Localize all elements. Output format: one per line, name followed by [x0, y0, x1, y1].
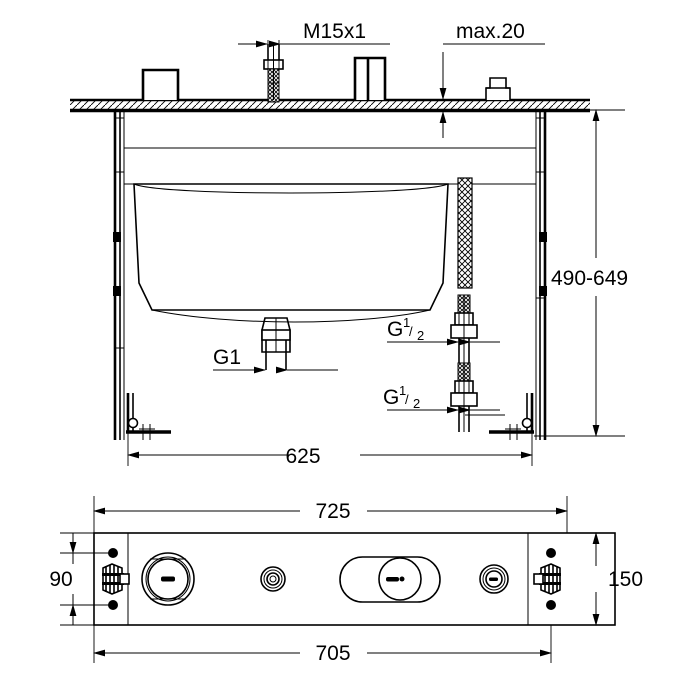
dimension-625: 625	[127, 432, 533, 468]
label-max20: max.20	[456, 20, 525, 43]
basin-body	[124, 147, 536, 323]
dimension-g-half-lower: G 1 / 2	[383, 383, 500, 414]
plan-right-bracket	[533, 548, 561, 610]
dimension-m15x1: M15x1	[238, 20, 390, 100]
dimension-90: 90	[49, 532, 113, 626]
label-g-half-lower-base: G	[383, 386, 399, 409]
label-705: 705	[315, 642, 350, 665]
dimension-max20: max.20	[439, 20, 545, 138]
dimension-g1: G1	[213, 346, 338, 374]
dimension-725: 725	[93, 496, 568, 533]
label-g-half-upper-base: G	[387, 318, 403, 341]
dimension-150: 150	[551, 532, 643, 626]
label-height-range: 490-649	[551, 267, 628, 290]
left-foot-bracket	[126, 393, 171, 440]
wall-slab	[70, 98, 590, 113]
plan-small-port	[260, 566, 286, 592]
label-g-half-upper-numerator: 1	[403, 315, 410, 330]
label-725: 725	[315, 500, 350, 523]
drain-g1-outlet	[261, 317, 291, 370]
label-g-half-lower-numerator: 1	[399, 383, 406, 398]
dimension-height-range: 490-649	[534, 109, 628, 437]
upper-g-half-connector	[450, 294, 478, 365]
left-riser-block	[141, 68, 180, 100]
flexible-hose-long	[457, 177, 473, 289]
label-g-half-lower-slash: /	[405, 392, 409, 407]
label-625: 625	[285, 445, 320, 468]
lower-g-half-connector	[450, 362, 478, 432]
plan-oval-slot-center	[339, 556, 441, 603]
left-vertical-rail	[113, 110, 125, 440]
center-riser-blocks	[353, 56, 387, 100]
label-m15x1: M15x1	[303, 20, 366, 43]
label-g-half-upper-denominator: 2	[417, 328, 424, 343]
plan-large-port-left	[141, 552, 195, 606]
dimension-g-half-upper: G 1 / 2	[387, 315, 500, 346]
label-150: 150	[608, 568, 643, 591]
label-g-half-lower-denominator: 2	[413, 396, 420, 411]
label-g-half-upper-slash: /	[409, 324, 413, 339]
right-foot-bracket	[465, 393, 534, 440]
label-g1: G1	[213, 346, 241, 369]
plan-small-port-right	[479, 564, 509, 594]
plan-view: 725 705 90 150	[49, 496, 643, 665]
side-elevation-view: M15x1 max.20 490-649 G1 G 1	[70, 20, 628, 468]
dimension-705: 705	[93, 625, 552, 665]
m15x1-threaded-stud	[263, 44, 284, 103]
right-vertical-rail	[535, 110, 547, 440]
right-nipple-fitting	[485, 77, 511, 100]
label-90: 90	[49, 568, 72, 591]
